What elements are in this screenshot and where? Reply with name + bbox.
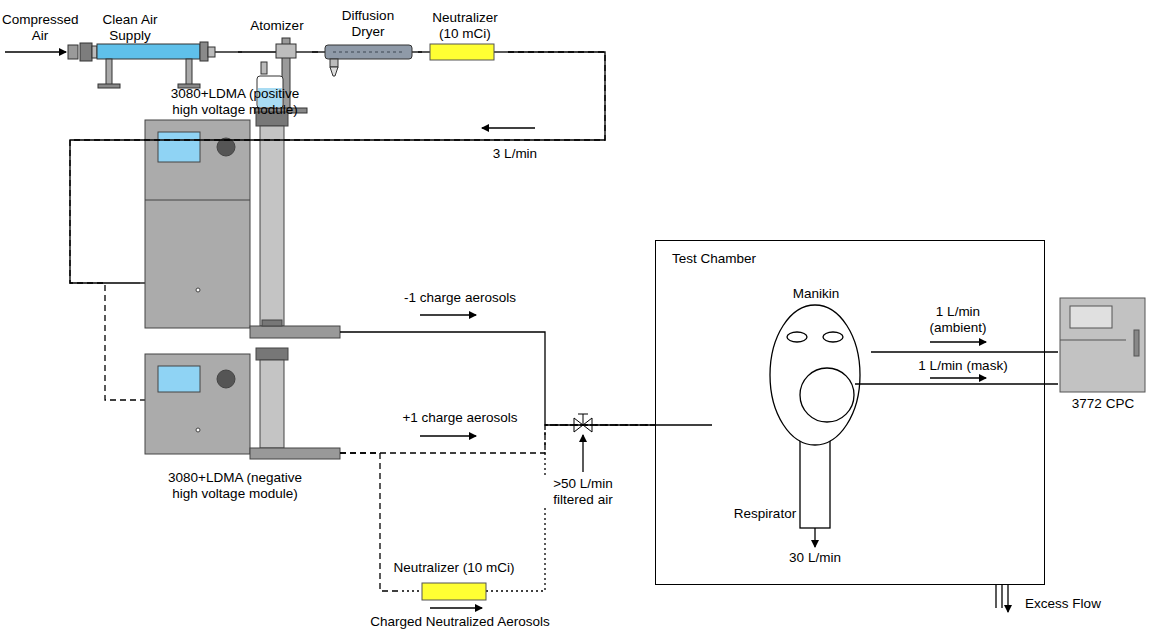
annotation-label: Compressed Air [2,12,78,43]
flow-label: 1 L/min (ambient) [922,304,994,335]
flow-line [340,332,655,425]
flow-line [506,425,655,591]
annotation-label: Charged Neutralized Aerosols [370,614,550,630]
node-label: 3080+LDMA (negative high voltage module) [160,470,310,501]
manikin-node: Manikin [761,286,871,529]
node-label: Respirator [731,506,799,522]
flow-line [312,51,318,52]
node-label: 3080+LDMA (positive high voltage module) [160,86,310,117]
annotation-label: Excess Flow [1018,596,1108,612]
flow-line [70,52,605,283]
flow-label: +1 charge aerosols [385,410,535,426]
instrument-node: 3080+LDMA (negative high voltage module) [140,350,340,502]
node-label: Atomizer [242,18,312,34]
node-label: Neutralizer (10 mCi) [382,560,526,576]
node-label: 3772 CPC [1058,396,1148,412]
device-node: Neutralizer (10 mCi) [402,560,506,602]
flow-line [418,51,422,52]
flow-label: 3 L/min [480,146,550,162]
device-node: Neutralizer (10 mCi) [422,8,508,66]
node-label: Test Chamber [672,251,812,267]
flow-line [871,351,1058,352]
flow-label: -1 charge aerosols [385,290,535,306]
node-label: Neutralizer (10 mCi) [422,10,508,41]
instrument-node: 3772 CPC [1058,292,1148,414]
flow-line [855,383,1058,384]
device-node: Diffusion Dryer [318,6,418,84]
chamber-box: Test ChamberManikinRespirator [655,240,1045,585]
instrument-node: 3080+LDMA (positive high voltage module) [140,86,340,348]
flow-line [340,453,402,591]
flow-line [70,52,605,400]
annotation-label: >50 L/min filtered air [538,476,628,507]
flow-line [340,425,655,453]
flow-line [238,51,242,52]
flow-label: 1 L/min (mask) [908,358,1018,374]
respirator-node: Respirator [801,369,855,423]
node-label: Diffusion Dryer [335,8,401,39]
device-node: Clean Air Supply [60,10,238,90]
annotation-label: 30 L/min [780,550,850,566]
node-label: Clean Air Supply [90,12,170,43]
node-label: Manikin [761,286,871,302]
